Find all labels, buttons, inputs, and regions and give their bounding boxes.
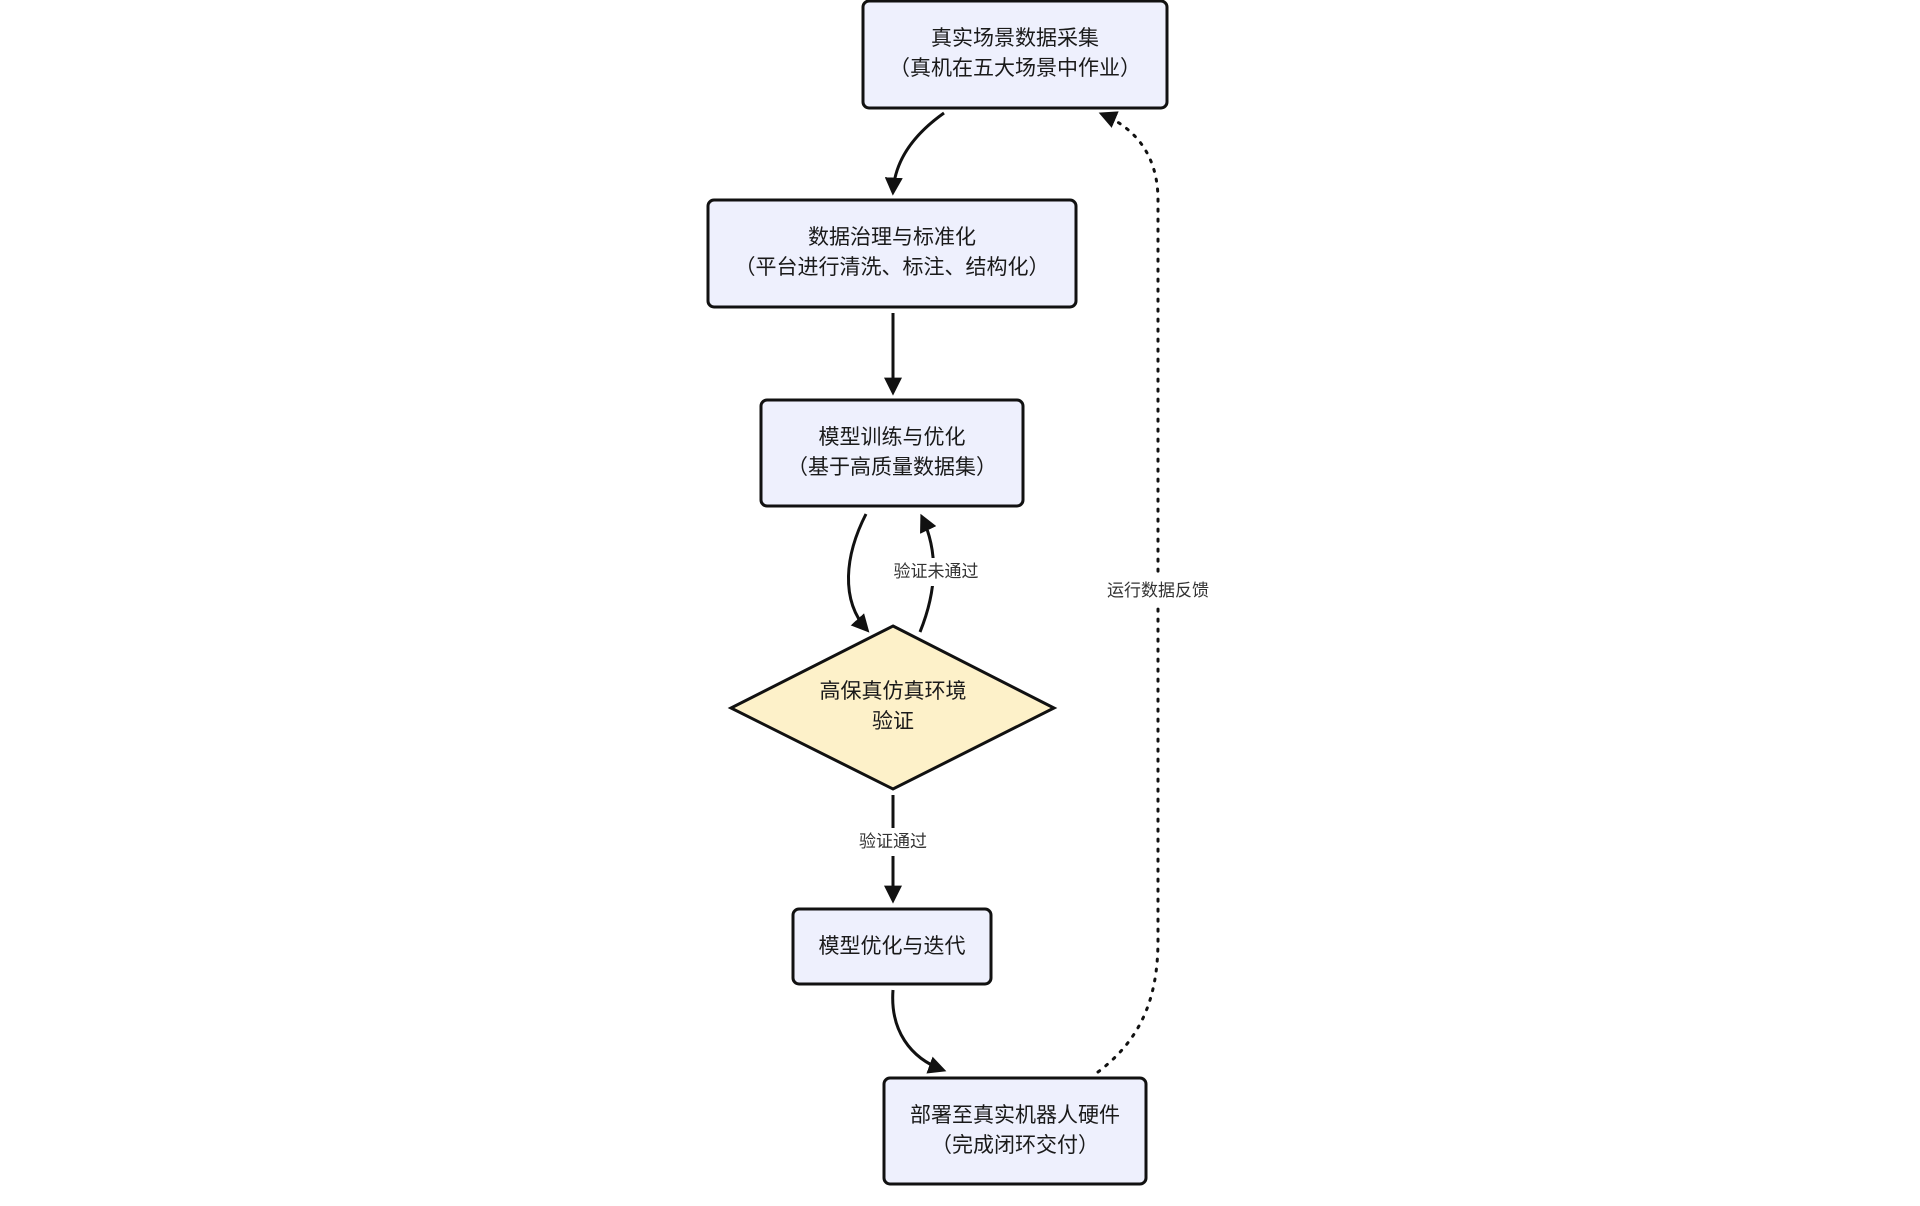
edge-deploy-feedback-to-collect [1096,111,1160,1074]
svg-text:（完成闭环交付）: （完成闭环交付） [931,1133,1099,1157]
svg-text:运行数据反馈: 运行数据反馈 [1107,581,1209,601]
svg-text:验证: 验证 [872,709,914,733]
edge-label-fail: 验证未通过 [886,558,986,586]
edge-collect-to-govern [884,111,945,196]
svg-text:数据治理与标准化: 数据治理与标准化 [808,225,976,249]
svg-text:真实场景数据采集: 真实场景数据采集 [931,26,1099,50]
svg-text:验证未通过: 验证未通过 [894,562,979,582]
svg-text:（真机在五大场景中作业）: （真机在五大场景中作业） [889,56,1141,80]
edge-label-pass: 验证通过 [850,828,936,856]
svg-text:验证通过: 验证通过 [859,832,927,852]
edge-label-feedback: 运行数据反馈 [1100,577,1216,605]
node-model-iterate: 模型优化与迭代 [791,907,993,986]
node-model-training: 模型训练与优化 （基于高质量数据集） [759,398,1025,508]
edge-iterate-to-deploy [891,989,947,1074]
edge-train-to-verify [847,513,870,633]
node-deploy-hardware: 部署至真实机器人硬件 （完成闭环交付） [882,1076,1148,1186]
svg-text:（基于高质量数据集）: （基于高质量数据集） [787,455,997,479]
node-data-governance: 数据治理与标准化 （平台进行清洗、标注、结构化） [706,198,1078,309]
svg-text:部署至真实机器人硬件: 部署至真实机器人硬件 [910,1103,1120,1127]
node-data-collection: 真实场景数据采集 （真机在五大场景中作业） [861,0,1169,110]
svg-text:模型训练与优化: 模型训练与优化 [819,425,966,449]
node-simulation-verify: 高保真仿真环境 验证 [727,624,1058,791]
svg-text:模型优化与迭代: 模型优化与迭代 [819,934,966,958]
svg-text:（平台进行清洗、标注、结构化）: （平台进行清洗、标注、结构化） [735,255,1050,279]
svg-text:高保真仿真环境: 高保真仿真环境 [820,679,967,703]
